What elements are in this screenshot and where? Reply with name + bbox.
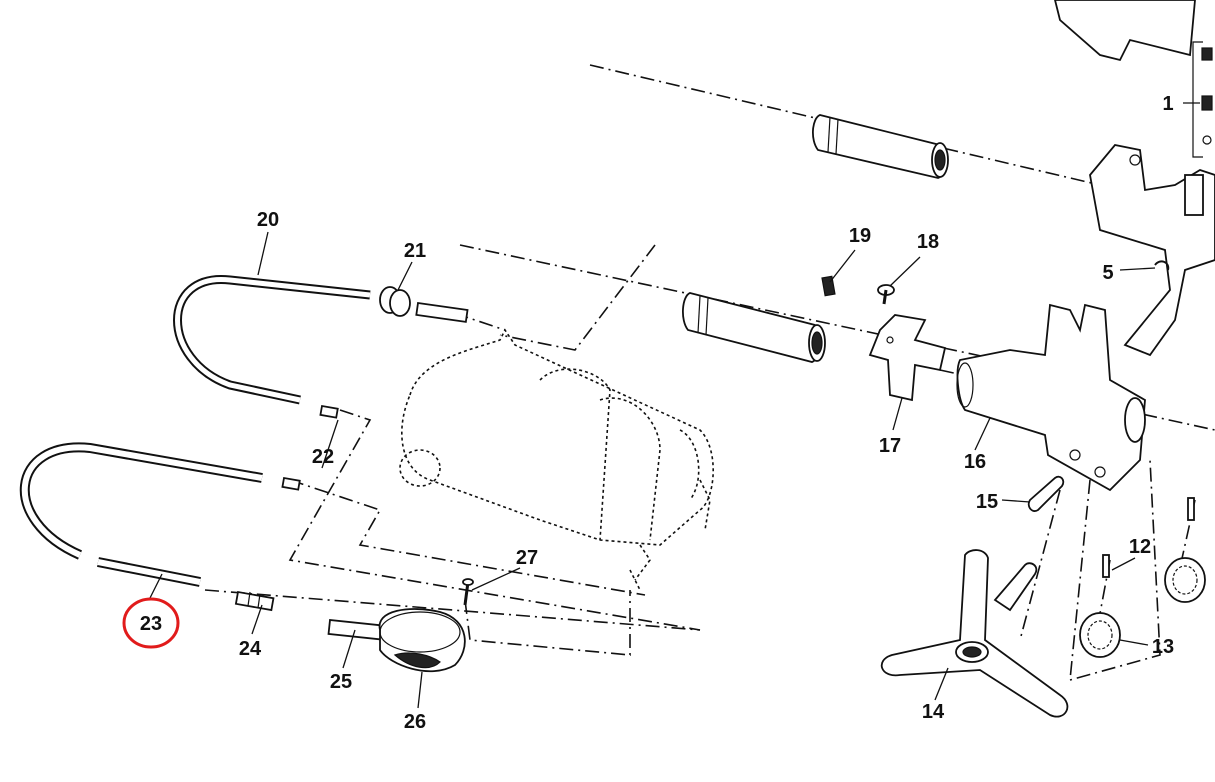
callout-labels: 1 5 12 13 14 15 16 17 18 19 20 21 22 23 … (140, 93, 1174, 733)
highlight-circle-23 (122, 597, 180, 649)
part-18-screw[interactable] (877, 284, 895, 305)
callout-14: 14 (922, 701, 945, 723)
callout-13: 13 (1152, 636, 1174, 658)
part-24-connector[interactable] (234, 590, 275, 612)
part-21-grommet[interactable] (379, 286, 469, 323)
callout-5: 5 (1102, 262, 1113, 284)
part-12-pins[interactable] (1102, 497, 1195, 578)
part-19-pin[interactable] (821, 275, 836, 297)
callout-21: 21 (404, 240, 426, 262)
part-20-upper-hose[interactable] (173, 275, 371, 405)
top-sleeve[interactable] (812, 114, 949, 179)
callout-12: 12 (1129, 536, 1151, 558)
callout-19: 19 (849, 225, 871, 247)
part-27-screw[interactable] (462, 578, 474, 606)
middle-sleeve[interactable] (682, 292, 826, 363)
callout-16: 16 (964, 451, 986, 473)
callout-22: 22 (312, 446, 334, 468)
callout-24: 24 (239, 638, 262, 660)
phantom-motor-housing (399, 328, 714, 591)
part-17-bracket[interactable] (868, 314, 947, 402)
part-14-handle[interactable] (880, 549, 1069, 718)
part-13-gears[interactable] (1079, 557, 1206, 658)
part-16-main-body[interactable] (956, 303, 1146, 492)
callout-1: 1 (1162, 93, 1173, 115)
part-1-screw-set[interactable] (1192, 41, 1213, 158)
callout-18: 18 (917, 231, 939, 253)
callout-26: 26 (404, 711, 426, 733)
leader-lines (149, 102, 1200, 709)
part-22-fittings[interactable] (281, 404, 339, 491)
callout-27: 27 (516, 547, 538, 569)
callout-25: 25 (330, 671, 352, 693)
part-5-clip[interactable] (1154, 260, 1170, 271)
part-23-lower-hose[interactable] (20, 442, 263, 587)
callout-15: 15 (976, 491, 998, 513)
upper-right-assembly[interactable] (1054, 0, 1215, 357)
callout-17: 17 (879, 435, 901, 457)
callout-23: 23 (140, 613, 162, 635)
part-26-knob[interactable] (378, 608, 466, 673)
part-15-pin[interactable] (1027, 475, 1065, 512)
callout-20: 20 (257, 209, 279, 231)
